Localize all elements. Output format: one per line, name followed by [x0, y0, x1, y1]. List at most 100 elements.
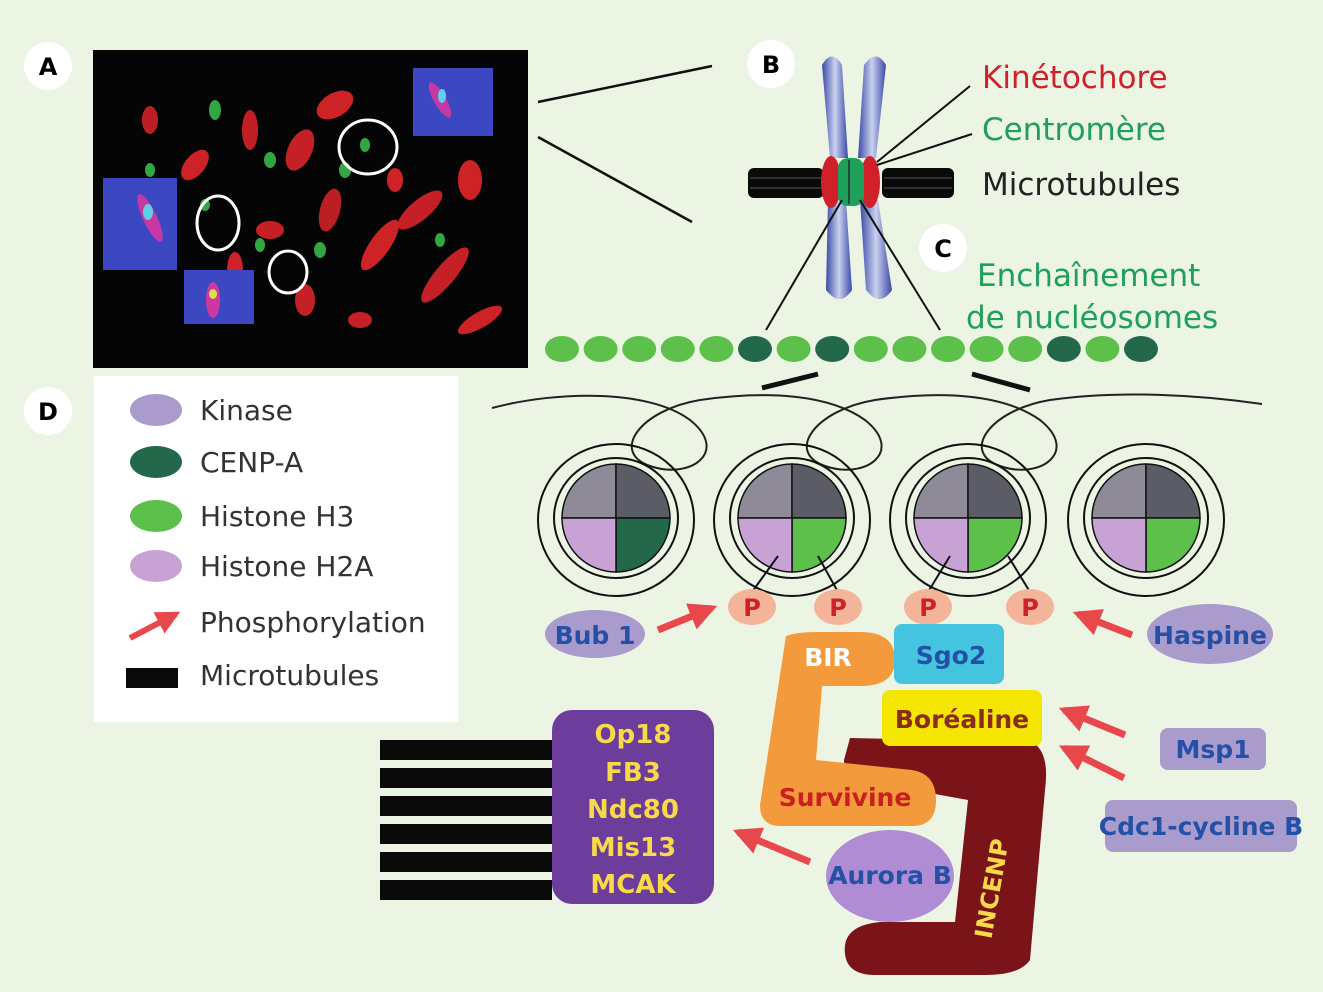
- kinase-cdc1-cycline-b: Cdc1-cycline B: [1099, 800, 1303, 852]
- svg-text:P: P: [919, 594, 937, 622]
- bead-h3: [1085, 336, 1120, 362]
- bead-h3: [622, 336, 657, 362]
- borealine: Boréaline: [882, 690, 1042, 746]
- svg-text:Cdc1-cycline B: Cdc1-cycline B: [1099, 812, 1303, 841]
- legend-label-cenpa: CENP-A: [200, 446, 303, 479]
- incenp-shape: [844, 738, 1047, 975]
- panel-badge-c: C: [919, 224, 967, 272]
- phospho-mark: P: [814, 589, 862, 625]
- panel-badge-a: A: [24, 42, 72, 90]
- legend-label-phospho: Phosphorylation: [200, 606, 426, 639]
- kinase-aurora-b: Aurora B: [826, 830, 954, 922]
- nucleosome: [713, 443, 871, 597]
- chromosome: [748, 56, 973, 331]
- legend: Kinase CENP-A Histone H3 Histone H2A Pho…: [94, 376, 458, 722]
- kinase-haspine: Haspine: [1147, 604, 1273, 664]
- chain-label-line1: Enchaînement: [977, 258, 1200, 294]
- svg-text:P: P: [743, 594, 761, 622]
- svg-text:Haspine: Haspine: [1153, 621, 1267, 650]
- svg-text:Bub 1: Bub 1: [555, 621, 636, 650]
- legend-label-h3: Histone H3: [200, 500, 354, 533]
- svg-text:Msp1: Msp1: [1175, 735, 1250, 764]
- phospho-mark: P: [1006, 589, 1054, 625]
- target-ndc80: Ndc80: [587, 795, 679, 825]
- zoom-line-top: [537, 64, 713, 104]
- kinetochore-right: [860, 156, 880, 208]
- svg-text:P: P: [1021, 594, 1039, 622]
- legend-swatch-h3: [130, 500, 182, 532]
- arrow-bub1: [656, 603, 718, 634]
- bead-h3: [583, 336, 618, 362]
- nucleosome: [1067, 443, 1225, 597]
- legend-swatch-kinase: [130, 394, 182, 426]
- target-op18: Op18: [595, 720, 672, 750]
- phospho-mark: P: [904, 589, 952, 625]
- legend-swatch-cenpa: [130, 446, 182, 478]
- target-mcak: MCAK: [590, 870, 676, 900]
- svg-text:D: D: [38, 398, 58, 426]
- target-mis13: Mis13: [590, 833, 676, 863]
- microtubule-right: [882, 168, 954, 198]
- svg-text:Aurora B: Aurora B: [828, 861, 952, 890]
- nucleosomes: [537, 443, 1225, 597]
- kinase-bub1: Bub 1: [545, 610, 645, 658]
- panel-badge-d: D: [24, 387, 72, 435]
- legend-label-h2a: Histone H2A: [200, 550, 373, 583]
- svg-text:B: B: [762, 51, 780, 79]
- legend-swatch-phospho: [128, 611, 181, 641]
- centromere-label: Centromère: [982, 112, 1166, 148]
- phospho-mark: P: [728, 589, 776, 625]
- targets-box: Op18 FB3 Ndc80 Mis13 MCAK: [552, 710, 714, 904]
- chain-zoom-right: [971, 371, 1031, 393]
- legend-swatch-h2a: [130, 550, 182, 582]
- bead-h3: [699, 336, 734, 362]
- bead-h3: [931, 336, 965, 362]
- bead-h3: [660, 336, 695, 362]
- arrow-msp1: [1058, 705, 1127, 739]
- nucleosome-chain: [545, 336, 1158, 362]
- bead-h3: [776, 336, 811, 362]
- bead-h3: [853, 336, 888, 362]
- micrograph: [93, 50, 528, 368]
- bead-cenpa: [738, 336, 772, 362]
- chain-label-line2: de nucléosomes: [966, 300, 1218, 336]
- microtubule-bundle: [380, 740, 552, 900]
- legend-label-microtubules: Microtubules: [200, 659, 379, 692]
- svg-text:P: P: [829, 594, 847, 622]
- bead-h3: [545, 336, 579, 362]
- bead-h3: [969, 336, 1004, 362]
- arrow-cdc1: [1058, 744, 1126, 782]
- target-fb3: FB3: [605, 758, 661, 788]
- nucleosome: [537, 443, 695, 597]
- arrow-haspine: [1072, 609, 1134, 639]
- bir-label: BIR: [804, 643, 852, 672]
- bead-h3: [892, 336, 927, 362]
- svg-text:Boréaline: Boréaline: [895, 705, 1029, 734]
- chain-zoom-left: [761, 371, 819, 391]
- bead-cenpa: [1124, 336, 1158, 362]
- microtubule-left: [748, 168, 824, 198]
- kinase-msp1: Msp1: [1160, 728, 1266, 770]
- panel-badge-b: B: [747, 40, 795, 88]
- survivine-label: Survivine: [779, 783, 912, 812]
- arrow-aurora: [732, 827, 812, 866]
- bead-cenpa: [815, 336, 850, 362]
- sgo2: Sgo2: [894, 624, 1004, 684]
- bead-cenpa: [1046, 336, 1081, 362]
- kinetochore-label: Kinétochore: [982, 60, 1168, 96]
- svg-text:A: A: [39, 53, 58, 81]
- legend-swatch-microtubules: [126, 668, 178, 688]
- centromere: [838, 158, 864, 206]
- legend-label-kinase: Kinase: [200, 394, 293, 427]
- survivine-shape: [760, 632, 936, 826]
- kinetochore-left: [821, 156, 841, 208]
- bead-h3: [1008, 336, 1043, 362]
- zoom-line-bottom: [537, 135, 693, 224]
- svg-text:Sgo2: Sgo2: [916, 641, 986, 670]
- nucleosome: [889, 443, 1047, 597]
- microtubules-label: Microtubules: [982, 167, 1180, 203]
- svg-text:C: C: [934, 235, 952, 263]
